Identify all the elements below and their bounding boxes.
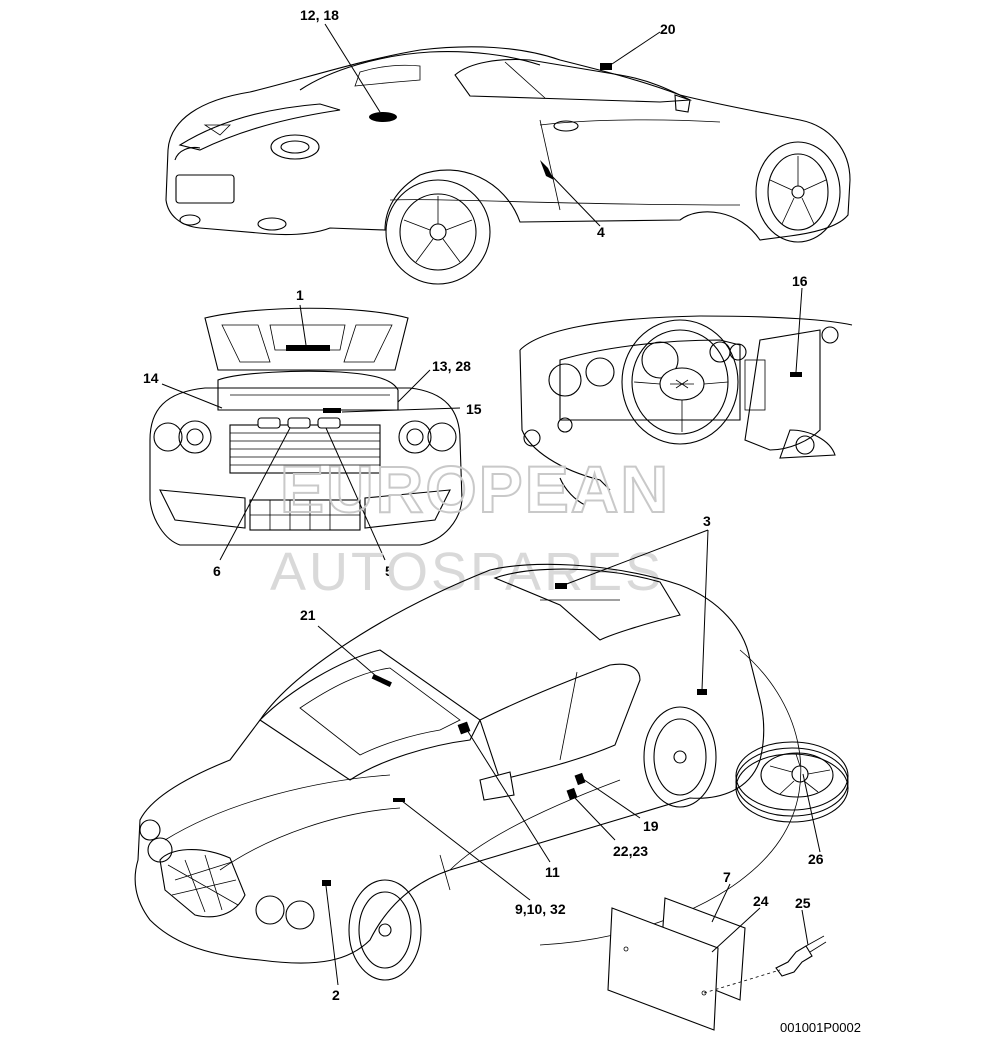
dashboard-view: 16	[519, 273, 853, 506]
watermark-line-1: EUROPEAN	[280, 452, 670, 526]
figure-code: 001001P0002	[780, 1020, 861, 1035]
front-view-car: 21 3 19 22,23 11 9,10, 32 2	[134, 513, 802, 1003]
callout-26: 26	[808, 851, 824, 867]
callout-5: 5	[385, 563, 393, 579]
callout-12-18: 12, 18	[300, 7, 339, 23]
callout-15: 15	[466, 401, 482, 417]
callout-24: 24	[753, 893, 769, 909]
callout-1: 1	[296, 287, 304, 303]
callout-2: 2	[332, 987, 340, 1003]
rear-view-car: 12, 18 20 4	[165, 7, 851, 285]
watermark: EUROPEAN AUTOSPARES	[270, 451, 670, 602]
callout-25: 25	[795, 895, 811, 911]
callout-21: 21	[300, 607, 316, 623]
callout-3: 3	[703, 513, 711, 529]
callout-11: 11	[545, 864, 560, 880]
callout-20: 20	[660, 21, 676, 37]
callout-22-23: 22,23	[613, 843, 648, 859]
callout-14: 14	[143, 370, 159, 386]
callout-16: 16	[792, 273, 808, 289]
callout-6: 6	[213, 563, 221, 579]
callout-9-10-32: 9,10, 32	[515, 901, 566, 917]
spare-wheel: 26	[735, 741, 849, 867]
watermark-line-2: AUTOSPARES	[270, 542, 664, 602]
engine-bay-view: 1 14 13, 28 15 6 5	[143, 287, 482, 579]
callout-19: 19	[643, 818, 659, 834]
callout-7: 7	[723, 869, 731, 885]
plate-parts: 7 24 25	[607, 869, 827, 1031]
callout-4: 4	[597, 224, 605, 240]
callout-13-28: 13, 28	[432, 358, 471, 374]
